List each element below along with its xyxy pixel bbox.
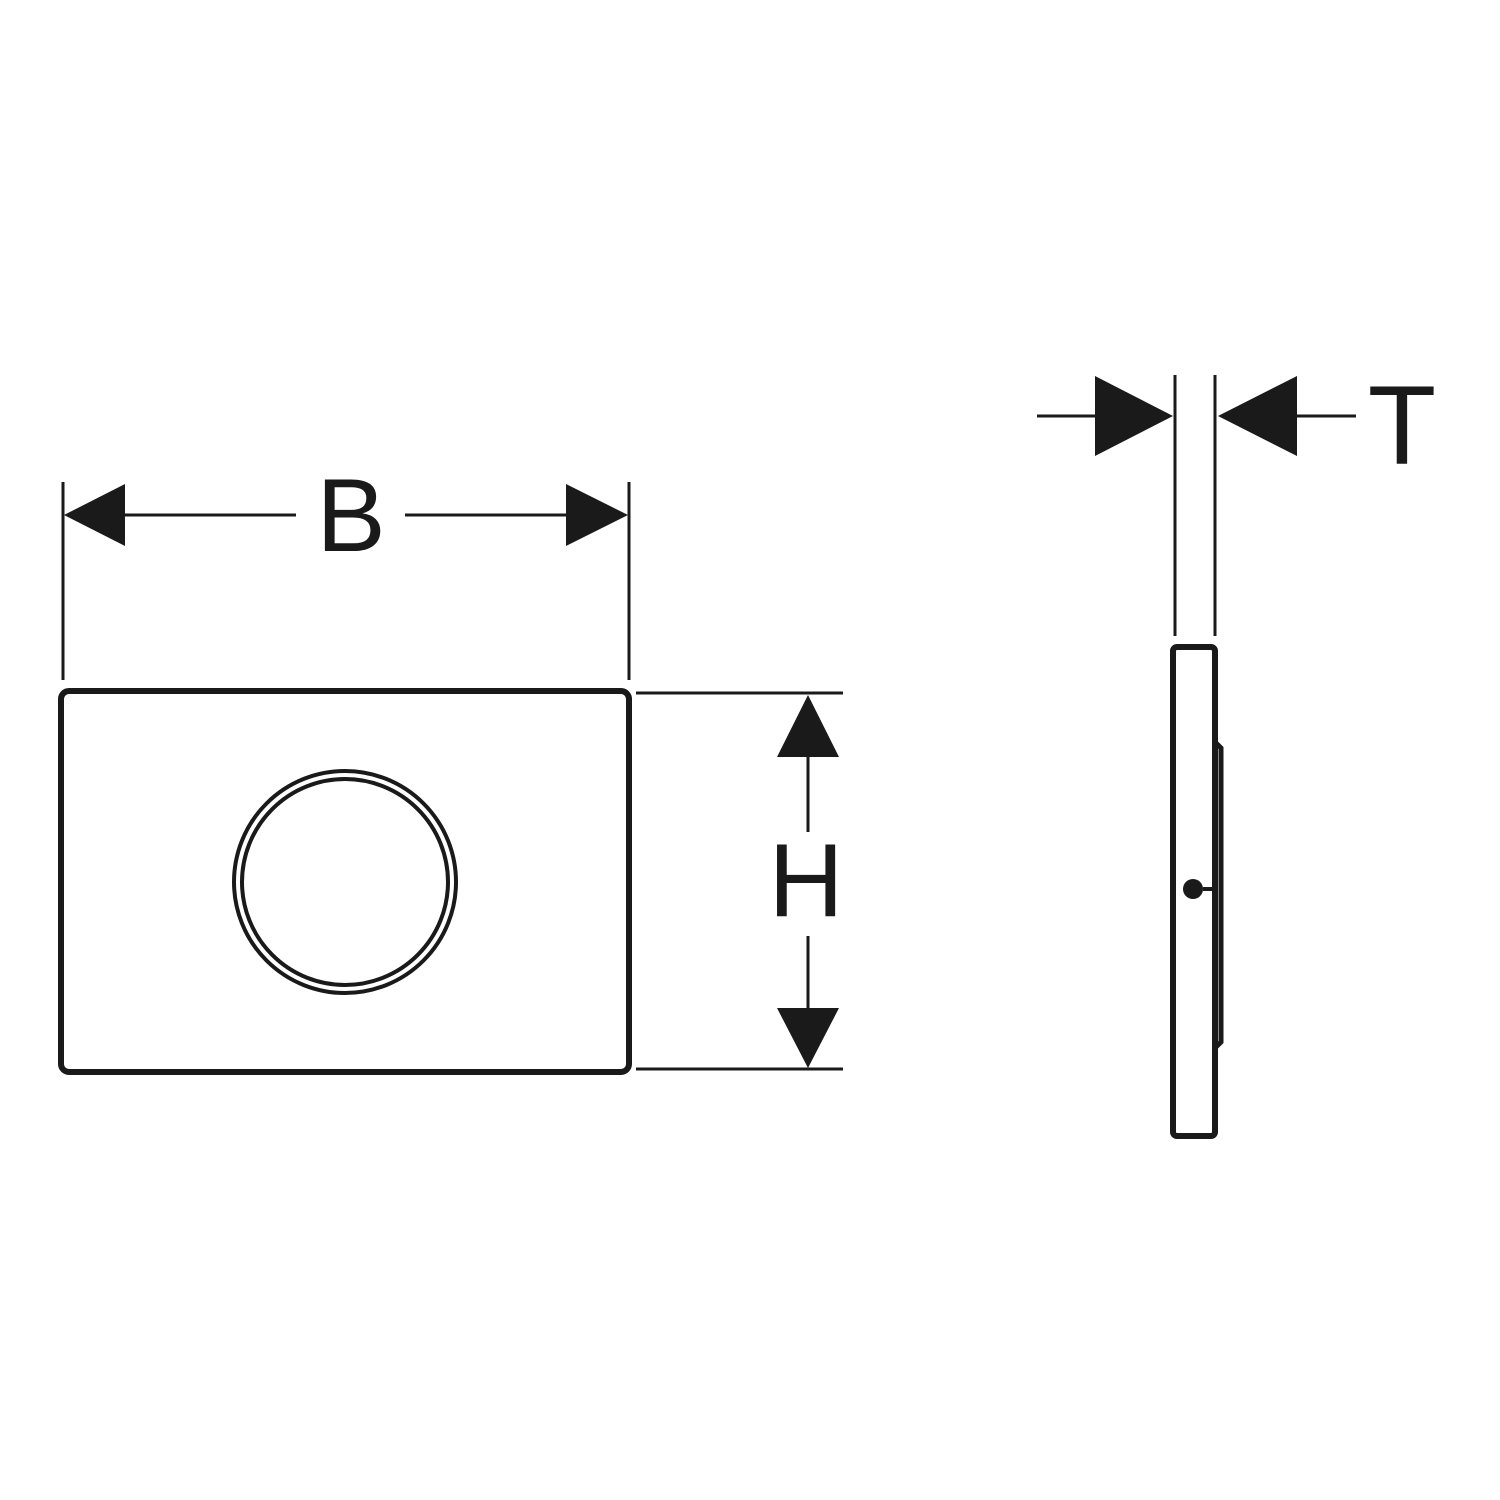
width-arrowhead-left — [64, 484, 125, 546]
thickness-label: T — [1368, 363, 1436, 488]
thickness-dimension: T — [1037, 363, 1436, 636]
thickness-arrowhead-left — [1095, 376, 1173, 456]
width-dimension: B — [61, 458, 631, 680]
height-arrowhead-bottom — [777, 1008, 839, 1068]
actuator-ring-inner — [240, 777, 450, 987]
height-label: H — [768, 823, 843, 939]
width-arrowhead-right — [566, 484, 628, 546]
side-view — [1170, 644, 1224, 1139]
sensor-lens — [1183, 879, 1203, 899]
thickness-arrowhead-right — [1218, 376, 1297, 456]
side-mounting-frame — [1213, 740, 1224, 1050]
width-label: B — [316, 458, 385, 574]
height-dimension: H — [636, 691, 844, 1071]
height-arrowhead-top — [777, 695, 839, 757]
side-plate-outline — [1170, 644, 1218, 1139]
front-plate-outline — [58, 688, 632, 1075]
actuator-ring-outer — [232, 769, 458, 995]
front-view — [58, 688, 632, 1075]
